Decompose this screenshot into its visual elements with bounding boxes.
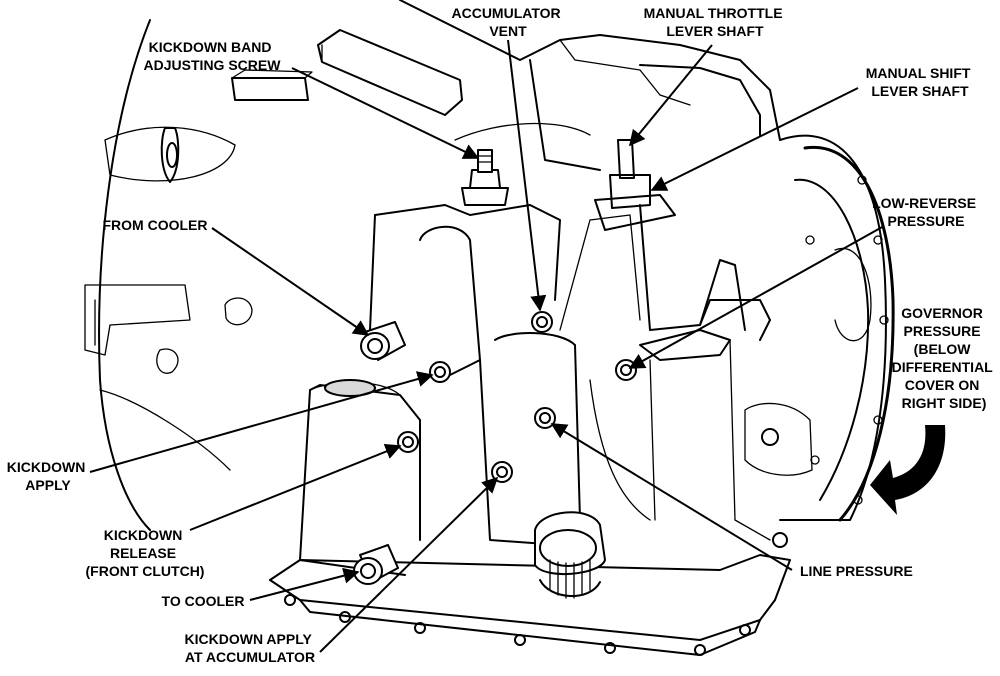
port-plug-line-pressure: [534, 407, 556, 429]
label-from-cooler: FROM COOLER: [103, 217, 208, 233]
label-to-cooler: TO COOLER: [162, 593, 245, 609]
leader-kickdown-band-screw: [291, 67, 480, 159]
transmission-case-illustration: [84, 0, 946, 656]
label-accumulator-vent: ACCUMULATOR VENT: [451, 5, 564, 39]
label-low-reverse-pressure: LOW-REVERSE PRESSURE: [872, 195, 980, 229]
to-cooler-fitting: [353, 544, 399, 585]
port-plug-kickdown-release: [397, 431, 419, 453]
label-manual-throttle-lever-shaft: MANUAL THROTTLE LEVER SHAFT: [644, 5, 787, 39]
port-plug-accumulator-vent: [531, 311, 553, 333]
label-kickdown-apply-at-accumulator: KICKDOWN APPLY AT ACCUMULATOR: [185, 631, 316, 665]
port-plug-kickdown-apply: [429, 361, 451, 383]
port-plug-low-reverse: [615, 359, 637, 381]
leader-lines: [89, 39, 885, 653]
label-kickdown-band-screw: KICKDOWN BAND ADJUSTING SCREW: [144, 39, 282, 73]
leader-from-cooler: [211, 227, 370, 336]
label-kickdown-apply: KICKDOWN APPLY: [7, 459, 89, 493]
port-fittings: [353, 311, 637, 585]
leader-manual-shift: [650, 87, 859, 191]
leader-low-reverse: [628, 225, 885, 369]
governor-direction-arrow: [870, 425, 946, 515]
leader-accumulator-vent: [507, 39, 547, 312]
leader-manual-throttle: [628, 44, 713, 147]
callout-labels: KICKDOWN BAND ADJUSTING SCREW ACCUMULATO…: [7, 5, 997, 665]
leader-kickdown-apply: [89, 371, 434, 473]
from-cooler-fitting: [360, 321, 406, 361]
leader-line-pressure: [550, 423, 793, 571]
leader-to-cooler: [249, 567, 360, 601]
label-governor-pressure: GOVERNOR PRESSURE (BELOW DIFFERENTIAL CO…: [892, 305, 997, 411]
leader-kickdown-apply-accumulator: [319, 476, 499, 653]
label-line-pressure: LINE PRESSURE: [800, 563, 913, 579]
label-kickdown-release: KICKDOWN RELEASE (FRONT CLUTCH): [86, 527, 205, 579]
leader-kickdown-release: [189, 443, 402, 531]
label-manual-shift-lever-shaft: MANUAL SHIFT LEVER SHAFT: [866, 65, 975, 99]
